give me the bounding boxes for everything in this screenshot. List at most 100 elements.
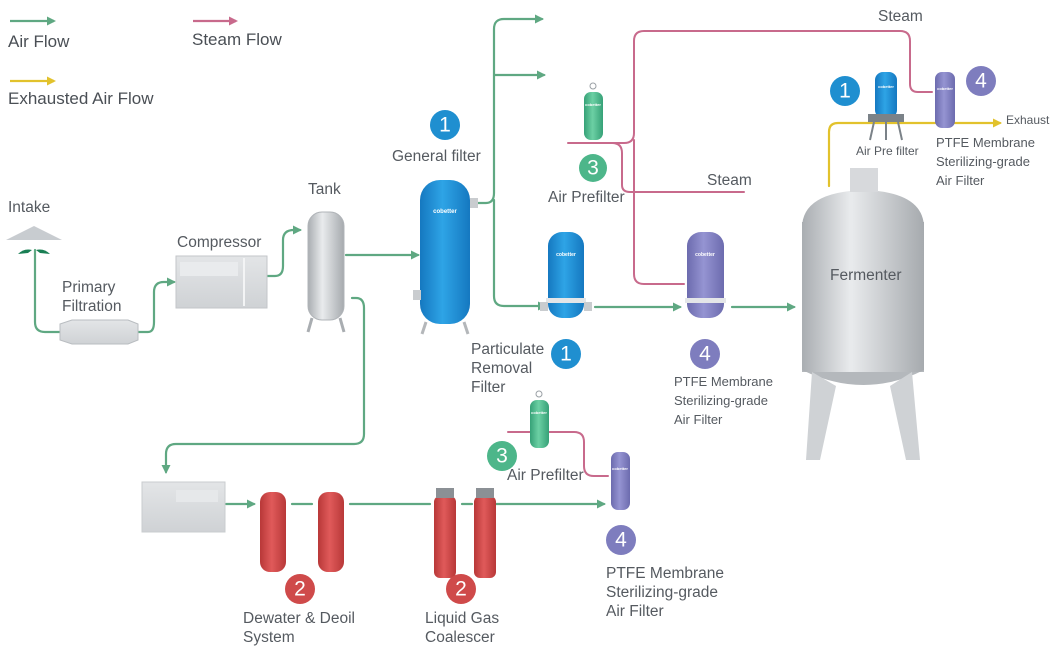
ptfe-mid-body	[687, 232, 724, 318]
steam-mid-line	[567, 142, 745, 193]
particulate-filter-unit: cobetter 1 Particulate Removal Filter	[471, 232, 592, 396]
ptfe-bottom-brand: cobetter	[612, 466, 628, 471]
ptfe-mid-label-line3: Air Filter	[674, 412, 723, 427]
ptfe-mid-brand: cobetter	[695, 252, 715, 258]
steam-pipes	[507, 30, 933, 477]
general-filter-unit: cobetter General filter 1	[392, 110, 481, 335]
ptfe-mid-label: PTFE Membrane Sterilizing-grade Air Filt…	[674, 374, 777, 427]
fermenter-body	[802, 222, 924, 372]
dryer-panel	[176, 490, 218, 502]
steam-top-line	[607, 30, 933, 144]
fermenter-bottom	[802, 370, 924, 385]
pipe-primary-to-compressor	[136, 277, 176, 334]
ptfe-top-label-line1: PTFE Membrane	[936, 135, 1035, 150]
ptfe-bottom-body	[611, 452, 630, 510]
particulate-filter-badge-number: 1	[560, 343, 572, 366]
pipe-intake-to-primary	[33, 248, 62, 334]
steam-to-ptfe-mid	[633, 139, 685, 285]
steam-top-label: Steam	[878, 8, 923, 25]
ptfe-mid-label-line1: PTFE Membrane	[674, 374, 773, 389]
air-prefilter-bottom-badge: 3	[487, 441, 517, 471]
general-filter-label: General filter	[392, 148, 481, 165]
ptfe-bottom-label-line1: PTFE Membrane	[606, 565, 724, 582]
coalescer-tank-2	[474, 496, 496, 578]
ptfe-top-unit: cobetter 4 PTFE Membrane Sterilizing-gra…	[935, 66, 1050, 188]
ptfe-top-badge: 4	[966, 66, 996, 96]
dryer-unit	[141, 481, 226, 533]
primary-filtration-label-line2: Filtration	[62, 298, 121, 315]
general-filter-badge-number: 1	[439, 114, 451, 137]
general-filter-brand: cobetter	[433, 209, 457, 215]
tank-label: Tank	[308, 181, 341, 198]
coalescer-badge: 2	[446, 574, 476, 604]
air-pipes	[33, 14, 796, 509]
particulate-filter-inlet	[540, 302, 548, 311]
fermenter-prefilter-brand: cobetter	[878, 84, 894, 89]
air-prefilter-top-gauge-icon	[589, 82, 597, 90]
particulate-filter-brand: cobetter	[556, 252, 576, 258]
particulate-filter-band	[546, 298, 586, 303]
air-prefilter-bottom-label: Air Prefilter	[507, 467, 584, 484]
air-prefilter-bottom-body	[530, 400, 549, 448]
exhaust-pipes	[827, 118, 1002, 188]
particulate-filter-body	[548, 232, 584, 318]
fermenter-label: Fermenter	[830, 267, 902, 284]
compressor-label: Compressor	[177, 234, 261, 251]
compressor-unit: Compressor	[175, 234, 268, 309]
dewater-label-line2: System	[243, 629, 295, 646]
ptfe-bottom-label-line3: Air Filter	[606, 603, 664, 620]
steam-bottom-line	[507, 431, 609, 477]
dewater-unit: 2 Dewater & Deoil System	[243, 492, 359, 646]
fermenter-prefilter-body	[875, 72, 897, 118]
dryer-body	[141, 481, 226, 533]
ptfe-bottom-label: PTFE Membrane Sterilizing-grade Air Filt…	[606, 565, 728, 620]
fermenter-prefilter-legs	[869, 121, 903, 141]
fermenter-prefilter-band	[868, 114, 904, 122]
intake-unit: Intake	[6, 199, 62, 254]
dewater-badge-number: 2	[294, 578, 306, 601]
ptfe-top-brand: cobetter	[937, 86, 953, 91]
primary-filtration-label-line1: Primary	[62, 279, 116, 296]
pipe-general-up	[476, 14, 544, 205]
coalescer-label-line2: Coalescer	[425, 629, 495, 646]
ptfe-bottom-badge-number: 4	[615, 529, 627, 552]
tank-legs	[306, 317, 346, 333]
fermenter-prefilter-badge: 1	[830, 76, 860, 106]
primary-filtration-body	[59, 319, 139, 345]
ptfe-bottom-label-line2: Sterilizing-grade	[606, 584, 718, 601]
exhaust-label: Exhaust	[1006, 113, 1050, 127]
fermenter-neck	[850, 168, 878, 192]
air-prefilter-top-badge: 3	[579, 154, 607, 182]
primary-filtration-label: Primary Filtration	[62, 279, 121, 315]
coalescer-label-line1: Liquid Gas	[425, 610, 499, 627]
pipe-compressor-to-tank	[265, 225, 302, 278]
ptfe-top-label-line3: Air Filter	[936, 173, 985, 188]
legend: Air Flow Steam Flow Exhausted Air Flow	[8, 16, 282, 108]
fermenter-prefilter-badge-number: 1	[839, 80, 851, 103]
dewater-tank-1	[260, 492, 286, 572]
compressor-panel	[180, 262, 238, 276]
ptfe-top-label-line2: Sterilizing-grade	[936, 154, 1030, 169]
fermenter-top	[802, 190, 924, 228]
ptfe-mid-unit: cobetter 4 PTFE Membrane Sterilizing-gra…	[674, 232, 777, 427]
legend-exhaust-label: Exhausted Air Flow	[8, 89, 154, 108]
coalescer-label: Liquid Gas Coalescer	[425, 610, 503, 646]
air-prefilter-bottom-gauge-icon	[535, 390, 543, 398]
coalescer-badge-number: 2	[455, 578, 467, 601]
general-filter-body	[420, 180, 470, 324]
particulate-filter-label-line3: Filter	[471, 379, 505, 396]
intake-label: Intake	[8, 199, 50, 216]
general-filter-legs	[420, 321, 470, 335]
legend-air-label: Air Flow	[8, 32, 70, 51]
dewater-label: Dewater & Deoil System	[243, 610, 359, 646]
air-prefilter-top-body	[584, 92, 603, 140]
particulate-filter-label: Particulate Removal Filter	[471, 341, 549, 396]
coalescer-unit: 2 Liquid Gas Coalescer	[425, 488, 503, 646]
air-prefilter-bottom-unit: cobetter 3 Air Prefilter	[487, 390, 584, 484]
air-prefilter-bottom-brand: cobetter	[531, 410, 547, 415]
ptfe-top-label: PTFE Membrane Sterilizing-grade Air Filt…	[936, 135, 1039, 188]
steam-mid-label: Steam	[707, 172, 752, 189]
coalescer-tank-1	[434, 496, 456, 578]
